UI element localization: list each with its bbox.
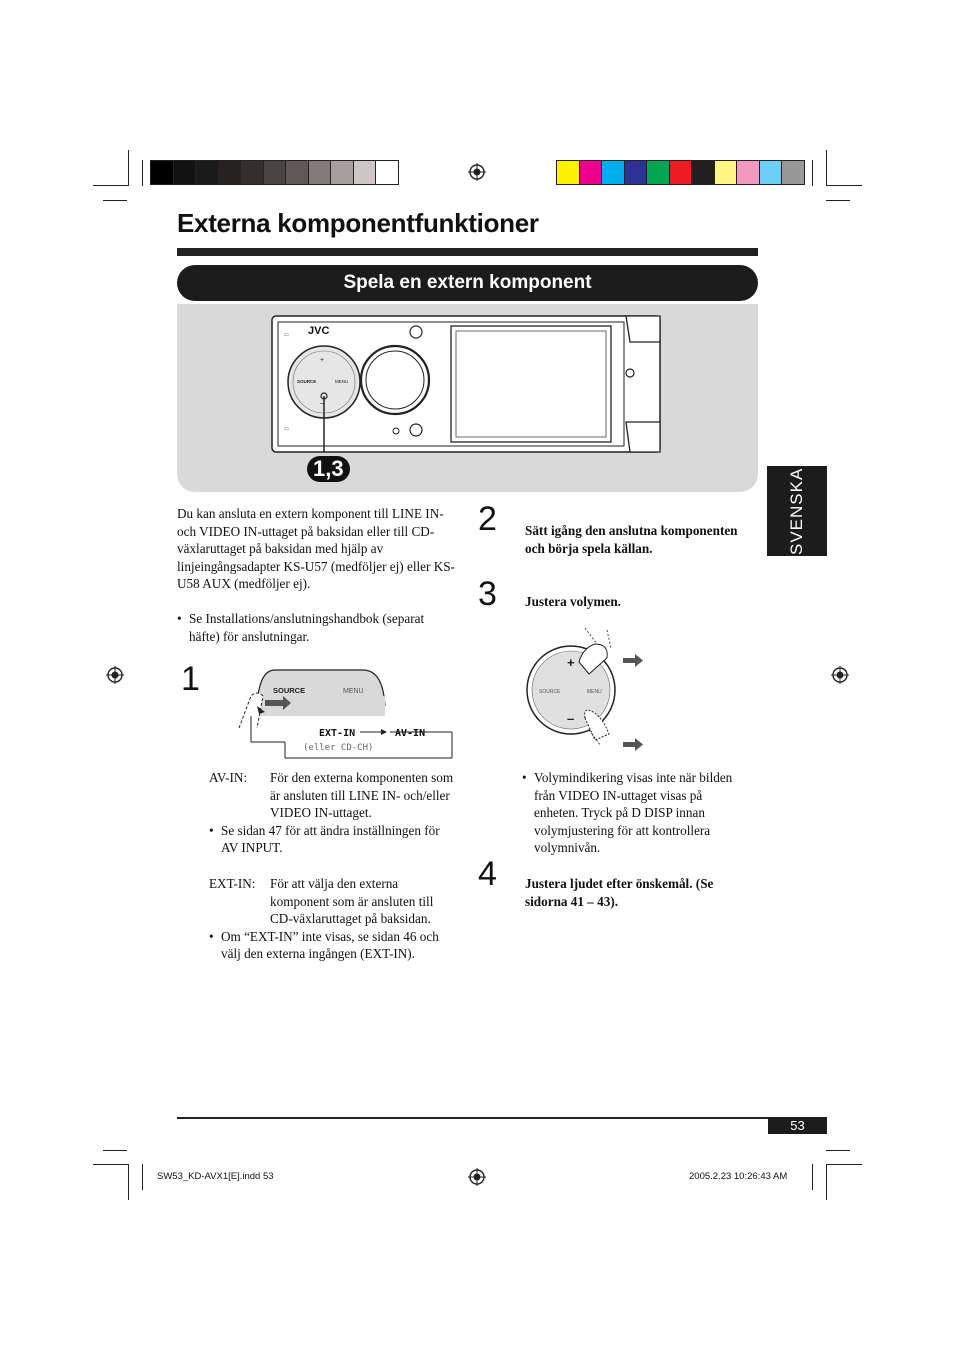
step-4-text: Justera ljudet efter önskemål. (Se sidor… [525,876,714,909]
color-swatch [195,160,219,185]
svg-text:▭: ▭ [284,426,289,432]
footer-rule [177,1117,827,1119]
step-1-number: 1 [181,660,200,698]
page-number: 53 [768,1117,827,1134]
crop-mark [103,1150,127,1151]
color-swatch [691,160,715,185]
crop-mark [142,160,143,186]
registration-mark-icon [468,163,486,181]
color-swatch [307,160,331,185]
color-swatch [601,160,625,185]
page-title: Externa komponentfunktioner [177,208,539,238]
svg-text:+: + [320,357,324,364]
extin-bullet: Om “EXT-IN” inte visas, se sidan 46 och … [209,928,454,963]
color-swatch [262,160,286,185]
crop-mark [812,1164,813,1190]
intro-paragraph: Du kan ansluta en extern komponent till … [177,506,455,592]
crop-mark [826,1150,850,1151]
volume-dial-illustration: SOURCE MENU + – [526,627,643,751]
svg-text:MENU: MENU [587,689,602,695]
color-swatch [240,160,264,185]
svg-text:MENU: MENU [343,688,364,695]
svg-text:▭: ▭ [284,332,289,338]
color-swatch [713,160,737,185]
callout-label: 1,3 [307,456,350,482]
crop-mark [93,1164,129,1165]
extin-term: EXT-IN: [209,876,256,891]
color-swatch [736,160,760,185]
svg-text:MENU: MENU [335,379,348,384]
crop-mark [826,200,850,201]
step-2-text: Sätt igång den anslutna komponenten och … [525,523,738,556]
svg-text:SOURCE: SOURCE [273,686,305,695]
step-4-number: 4 [478,855,497,893]
section-title: Spela en extern komponent [343,272,592,293]
color-swatch [172,160,196,185]
color-swatch [556,160,580,185]
color-swatch [578,160,602,185]
svg-text:–: – [567,711,574,726]
color-swatch [150,160,174,185]
svg-text:SOURCE: SOURCE [297,379,316,384]
svg-text:–: – [320,400,324,407]
color-swatch [217,160,241,185]
crop-mark [142,1164,143,1190]
crop-mark [128,150,129,186]
registration-mark-icon [106,666,124,684]
step-3-number: 3 [478,575,497,613]
crop-mark [826,1164,827,1200]
slug-timestamp: 2005.2.23 10:26:43 AM [689,1171,788,1182]
title-rule [177,248,758,256]
crop-mark [128,1164,129,1200]
color-swatch [375,160,399,185]
step-3-text: Justera volymen. [525,594,621,609]
svg-text:+: + [567,655,575,670]
crop-mark [826,150,827,186]
svg-text:(eller CD-CH): (eller CD-CH) [303,743,373,753]
step-3-bullet-list: Volymindikering visas inte när bilden fr… [522,769,747,857]
avin-bullet: Se sidan 47 för att ändra inställningen … [209,822,454,857]
crop-mark [93,185,129,186]
color-swatch [646,160,670,185]
brand-logo: JVC [308,325,329,337]
crop-mark [826,1164,862,1165]
svg-text:EXT-IN: EXT-IN [319,728,355,739]
registration-mark-icon [831,666,849,684]
slug-filename: SW53_KD-AVX1[E].indd 53 [157,1171,274,1182]
section-header: Spela en extern komponent [177,265,758,301]
intro-bullet: Se Installations/anslutningshandbok (sep… [177,610,457,645]
svg-text:AV-IN: AV-IN [395,728,425,739]
registration-mark-icon [468,1168,486,1186]
color-swatch [758,160,782,185]
color-swatch [352,160,376,185]
color-swatch [330,160,354,185]
intro-bullet-list: Se Installations/anslutningshandbok (sep… [177,610,457,645]
extin-description: För att välja den externa komponent som … [270,876,434,927]
crop-mark [826,185,862,186]
callout-step-numbers: 1,3 [307,456,350,482]
avin-description: För den externa komponenten som är anslu… [270,770,454,821]
crop-mark [103,200,127,201]
avin-term: AV-IN: [209,770,248,785]
color-swatch [781,160,805,185]
step-3-bullet: Volymindikering visas inte när bilden fr… [522,769,747,857]
color-swatch [668,160,692,185]
language-tab-label: SVENSKA [787,467,806,555]
svg-text:SOURCE: SOURCE [539,689,561,695]
color-swatch [623,160,647,185]
language-tab [767,466,827,556]
avin-definition: AV-IN: För den externa komponenten som ä… [209,769,454,857]
crop-mark [812,160,813,186]
step-2-number: 2 [478,500,497,538]
color-swatch [285,160,309,185]
extin-definition: EXT-IN: För att välja den externa kompon… [209,875,454,963]
head-unit-illustration: ▭ ▭ JVC SOURCE MENU + – [271,315,661,453]
step1-dial-illustration: SOURCE MENU EXT-IN AV-IN (eller CD-CH) [238,669,453,759]
